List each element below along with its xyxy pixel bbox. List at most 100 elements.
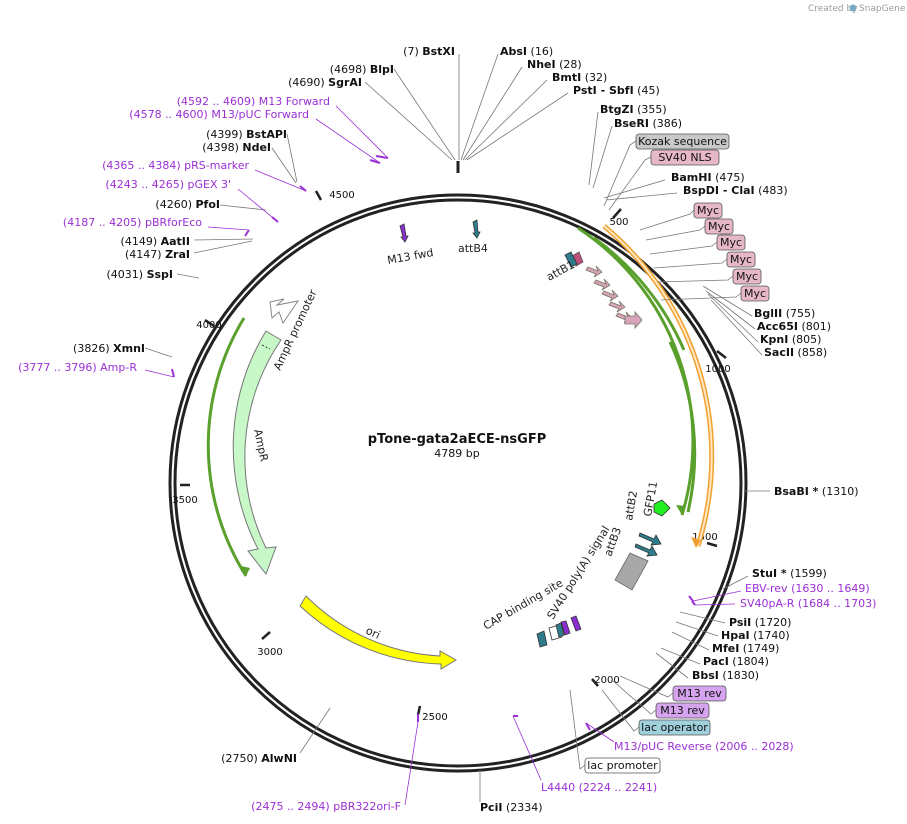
site-label-bsabi: BsaBI * (1310): [774, 485, 859, 498]
site-leader-sspi: [176, 273, 200, 279]
site-position: (16): [527, 45, 553, 58]
site-position: (801): [798, 320, 831, 333]
site-name: Acc65I: [757, 320, 798, 333]
gfp11-label: GFP11: [641, 480, 660, 517]
green-arc-lower: [668, 341, 697, 513]
site-label-bbsi: BbsI (1830): [692, 669, 759, 682]
site-label-alwni: (2750) AlwNI: [221, 752, 297, 765]
box-leader-myc-2: [639, 209, 695, 231]
site-label-bseri: BseRI (386): [614, 117, 682, 130]
site-name: MfeI: [712, 642, 739, 655]
tick-4000: [204, 318, 215, 328]
orange-arc-head: [691, 537, 701, 548]
site-leader-pfoi: [219, 204, 267, 211]
site-position: (7): [403, 45, 422, 58]
primer-leader-amp-r: [144, 369, 175, 378]
tick-label-1000: 1000: [705, 364, 730, 375]
box-leader-lac-operator-10: [601, 689, 640, 732]
site-position: (1720): [751, 616, 791, 629]
m13-rev-mark-2: [570, 615, 582, 632]
green-arc-inner: [593, 236, 686, 351]
site-position: (4698): [330, 63, 370, 76]
site-name: SgrAI: [328, 76, 362, 89]
lac-operator-mark: [555, 622, 565, 638]
primer-name: SV40pA-R: [740, 597, 798, 610]
site-leader-bmti: [464, 79, 548, 161]
box-leader-kozak-sequence-0: [603, 140, 637, 207]
site-position: (1599): [787, 567, 827, 580]
site-name: PciI: [480, 801, 502, 814]
site-name: BtgZI: [600, 103, 634, 116]
site-position: (805): [788, 333, 821, 346]
primer-label-pbr322ori-f: (2475 .. 2494) pBR322ori-F: [251, 800, 401, 813]
primer-name: pGEX 3': [187, 178, 231, 191]
site-name: KpnI: [760, 333, 788, 346]
primer-mark-ebv-rev: [688, 595, 694, 602]
site-label-blpi: (4698) BlpI: [330, 63, 394, 76]
site-position: (386): [649, 117, 682, 130]
site-name: PstI: [573, 84, 597, 97]
site-label-zrai: (4147) ZraI: [125, 248, 190, 261]
site-leader-aatii: [193, 238, 254, 241]
myc-arrow-1: [585, 265, 603, 278]
site-leader-blpi: [393, 68, 456, 161]
box-label-myc-6: Myc: [736, 270, 758, 283]
box-m13-rev-9: [655, 702, 710, 719]
inner-features: [206, 219, 715, 670]
tick-4500: [314, 190, 323, 201]
box-leader-myc-7: [660, 292, 742, 301]
green-arc-top-right: [577, 226, 695, 516]
site-name: BsaBI *: [774, 485, 819, 498]
primer-mark-m13-puc-forward: [369, 159, 381, 164]
tick-label-500: 500: [609, 217, 628, 228]
attb2-arrow: [638, 532, 662, 546]
orange-arc-core: [603, 225, 713, 547]
site-label-paci: PacI (1804): [703, 655, 769, 668]
primer-label-m13-puc-reverse: M13/pUC Reverse (2006 .. 2028): [614, 740, 794, 753]
green-arc-top-right-head: [676, 505, 686, 515]
box-label-myc-2: Myc: [697, 204, 719, 217]
site-label-psii: PsiI (1720): [729, 616, 791, 629]
tick-3000: [261, 631, 271, 640]
sv40-polya-block: [614, 552, 649, 591]
primer-labels: (4592 .. 4609) M13 Forward(4578 .. 4600)…: [18, 95, 876, 813]
primer-leader-m13-puc-forward: [315, 118, 381, 164]
site-label-absi: AbsI (16): [500, 45, 553, 58]
myc-arrow-6: [624, 310, 643, 330]
box-leader-myc-3: [645, 225, 706, 241]
primer-label-pbrforeco: (4187 .. 4205) pBRforEco: [63, 216, 202, 229]
green-arc-left: [206, 317, 248, 577]
site-position: (1804): [729, 655, 769, 668]
box-myc-3: [704, 218, 734, 235]
primer-mark-pbrforeco: [244, 229, 250, 237]
box-leader-myc-4: [649, 241, 718, 255]
box-myc-2: [693, 202, 723, 219]
primer-name: M13 Forward: [259, 95, 330, 108]
primer-name: Amp-R: [100, 361, 137, 374]
site-position: (2750): [221, 752, 261, 765]
site-leader-bglii: [702, 285, 753, 317]
site-position: (2334): [502, 801, 542, 814]
primer-range: (4365 .. 4384): [102, 159, 184, 172]
site-leader-alwni: [299, 707, 331, 754]
green-arc-left-head: [241, 566, 250, 576]
site-leader-bseri: [592, 125, 613, 189]
site-name: BspDI: [683, 184, 719, 197]
site-label-btgzi: BtgZI (355): [600, 103, 667, 116]
site-leader-stui: [722, 575, 749, 590]
site-name: XmnI: [113, 342, 145, 355]
myc-arrow-3: [601, 289, 619, 302]
site-name: SacII: [764, 346, 794, 359]
ampr-arrow: [232, 330, 282, 576]
site-name: StuI *: [752, 567, 787, 580]
tick-label-3000: 3000: [257, 647, 282, 658]
site-position: (858): [794, 346, 827, 359]
myc-arrow-4: [608, 300, 626, 313]
snapgene-credit: Created by SnapGene: [808, 4, 906, 14]
box-label-lac-promoter-11: lac promoter: [587, 759, 658, 772]
primer-leader-m13-puc-reverse: [585, 722, 615, 743]
site-position: (4031): [106, 268, 146, 281]
plasmid-name: pTone-gata2aECE-nsGFP: [368, 432, 547, 447]
